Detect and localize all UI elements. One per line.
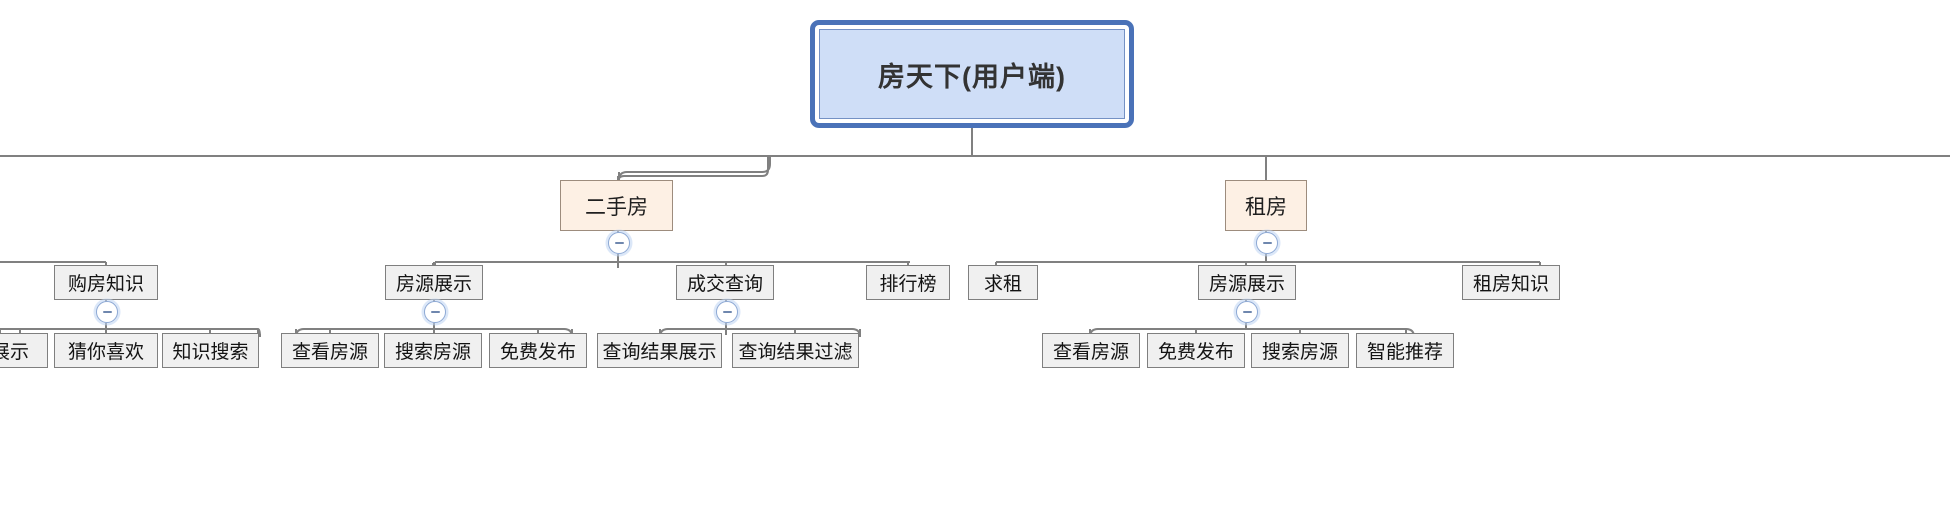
node-chengjiao-chaxun[interactable]: 成交查询	[676, 265, 774, 300]
node-qiuzu-label: 求租	[983, 274, 1022, 295]
node-leaf-zufang-sousuo-fangyuan-label: 搜索房源	[1261, 342, 1338, 363]
collapse-minus-icon-ershoufang[interactable]	[608, 232, 630, 254]
node-leaf-cainixihuan-label: 猜你喜欢	[67, 342, 144, 363]
node-zufang-zhishi[interactable]: 租房知识	[1462, 265, 1560, 300]
node-leaf-zhineng-tuijian[interactable]: 智能推荐	[1356, 333, 1454, 368]
node-leaf-zhanshi-clipped[interactable]: 展示	[0, 333, 48, 368]
node-zufang-fangyuan-zhanshi[interactable]: 房源展示	[1198, 265, 1296, 300]
node-leaf-ershoufang-chakan-fangyuan-label: 查看房源	[291, 342, 368, 363]
node-leaf-ershoufang-sousuo-fangyuan[interactable]: 搜索房源	[384, 333, 482, 368]
node-qiuzu[interactable]: 求租	[968, 265, 1038, 300]
node-leaf-zufang-mianfei-fabu[interactable]: 免费发布	[1147, 333, 1245, 368]
node-leaf-zhanshi-label: 展示	[0, 342, 29, 363]
node-category-ershoufang-label: 二手房	[585, 195, 648, 219]
node-leaf-zhishi-sousuo-label: 知识搜索	[172, 342, 249, 363]
node-zufang-fangyuan-zhanshi-label: 房源展示	[1208, 274, 1285, 295]
node-paihangbang[interactable]: 排行榜	[866, 265, 950, 300]
root-selection-inner-ring	[817, 27, 1127, 121]
collapse-minus-icon-gou-fang-zhi-shi[interactable]	[96, 301, 118, 323]
node-leaf-chaxun-jieguo-zhanshi-label: 查询结果展示	[602, 342, 717, 363]
node-category-ershoufang[interactable]: 二手房	[560, 180, 673, 231]
node-leaf-chaxun-jieguo-guolv-label: 查询结果过滤	[738, 342, 853, 363]
minus-bar	[1242, 311, 1252, 313]
node-zufang-zhishi-label: 租房知识	[1472, 274, 1549, 295]
node-leaf-zufang-chakan-fangyuan-label: 查看房源	[1052, 342, 1129, 363]
node-paihangbang-label: 排行榜	[879, 274, 937, 295]
node-root[interactable]: 房天下(用户端)	[819, 29, 1125, 119]
node-leaf-ershoufang-mianfei-fabu-label: 免费发布	[499, 342, 576, 363]
minus-bar	[102, 311, 112, 313]
node-category-zufang[interactable]: 租房	[1225, 180, 1307, 231]
minus-bar	[1262, 242, 1272, 244]
node-leaf-zhineng-tuijian-label: 智能推荐	[1366, 342, 1443, 363]
node-leaf-ershoufang-mianfei-fabu[interactable]: 免费发布	[489, 333, 587, 368]
node-leaf-zufang-mianfei-fabu-label: 免费发布	[1157, 342, 1234, 363]
collapse-minus-icon-zufang-fangyuan-zhanshi[interactable]	[1236, 301, 1258, 323]
node-ershoufang-fangyuan-zhanshi-label: 房源展示	[395, 274, 472, 295]
node-leaf-zufang-chakan-fangyuan[interactable]: 查看房源	[1042, 333, 1140, 368]
node-chengjiao-chaxun-label: 成交查询	[686, 274, 763, 295]
minus-bar	[430, 311, 440, 313]
node-ershoufang-fangyuan-zhanshi[interactable]: 房源展示	[385, 265, 483, 300]
node-leaf-ershoufang-sousuo-fangyuan-label: 搜索房源	[394, 342, 471, 363]
node-leaf-zufang-sousuo-fangyuan[interactable]: 搜索房源	[1251, 333, 1349, 368]
minus-bar	[614, 242, 624, 244]
node-leaf-zhishi-sousuo[interactable]: 知识搜索	[162, 333, 259, 368]
node-leaf-ershoufang-chakan-fangyuan[interactable]: 查看房源	[281, 333, 379, 368]
root-selection-outline	[810, 20, 1134, 128]
node-gou-fang-zhi-shi-label: 购房知识	[67, 274, 144, 295]
minus-bar	[722, 311, 732, 313]
collapse-minus-icon-ershoufang-fangyuan-zhanshi[interactable]	[424, 301, 446, 323]
node-root-label: 房天下(用户端)	[878, 61, 1066, 92]
node-leaf-chaxun-jieguo-guolv[interactable]: 查询结果过滤	[732, 333, 859, 368]
node-leaf-chaxun-jieguo-zhanshi[interactable]: 查询结果展示	[597, 333, 722, 368]
collapse-minus-icon-chengjiao-chaxun[interactable]	[716, 301, 738, 323]
node-leaf-cainixihuan[interactable]: 猜你喜欢	[54, 333, 158, 368]
node-category-zufang-label: 租房	[1245, 195, 1287, 219]
collapse-minus-icon-zufang[interactable]	[1256, 232, 1278, 254]
node-gou-fang-zhi-shi[interactable]: 购房知识	[54, 265, 158, 300]
